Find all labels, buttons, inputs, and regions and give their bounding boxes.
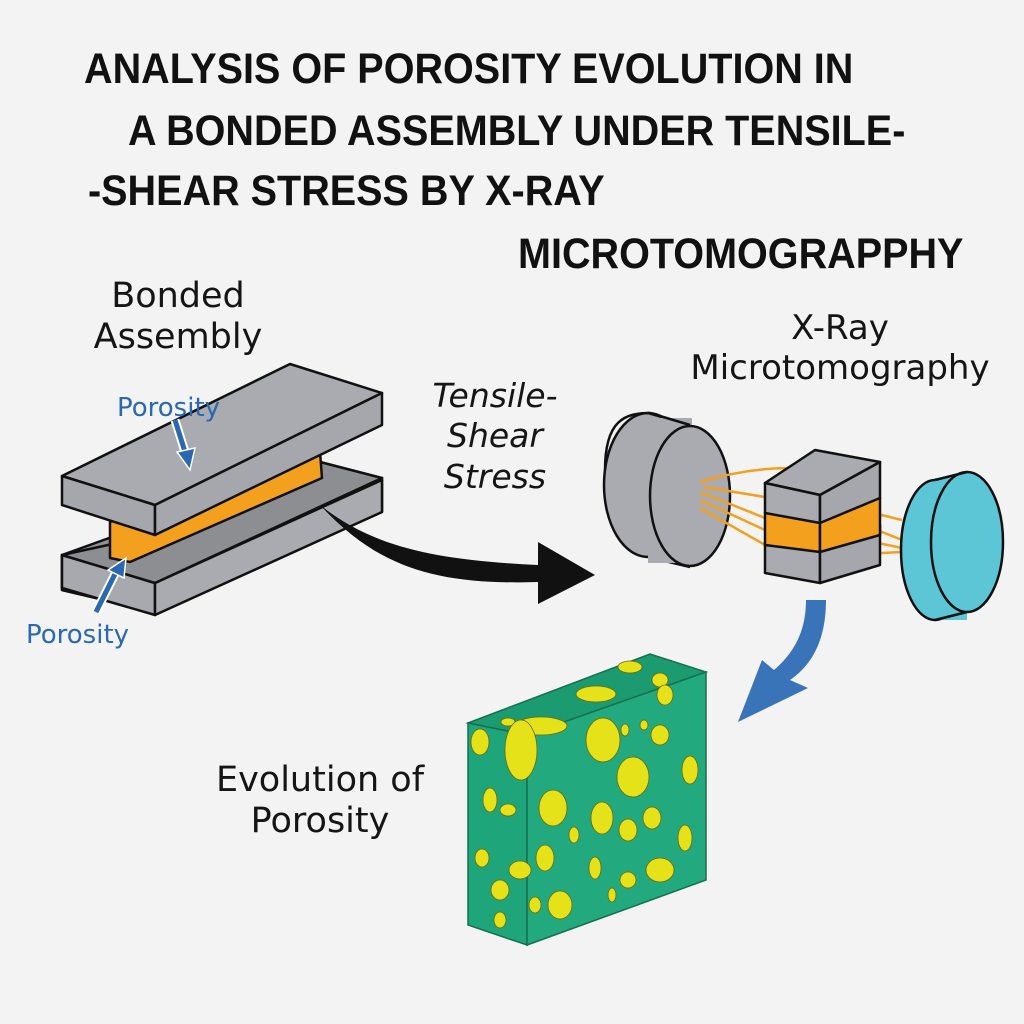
xray-line-1: X-Ray — [791, 308, 889, 348]
xray-detector-icon — [899, 470, 1005, 622]
xray-label: X-Ray Microtomography — [666, 308, 1014, 388]
sample-block-icon — [763, 448, 882, 585]
stress-line-1: Tensile- — [432, 376, 558, 415]
porosity-bottom-label: Porosity — [26, 620, 130, 650]
bonded-assembly-line-2: Assembly — [93, 317, 263, 358]
title-line-1: ANALYSIS OF POROSITY EVOLUTION IN — [84, 45, 854, 93]
stress-label: Tensile- Shear Stress — [405, 376, 585, 497]
title-line-3: -SHEAR STRESS BY X-RAY — [88, 167, 605, 215]
stress-arrow-icon — [320, 505, 595, 604]
title-line-4: MICROTOMOGRAPPHY — [518, 230, 964, 278]
evolution-line-2: Porosity — [250, 801, 390, 842]
stress-line-3: Stress — [443, 456, 547, 496]
xray-line-2: Microtomography — [690, 348, 990, 389]
title-line-2: A BONDED ASSEMBLY UNDER TENSILE- — [128, 107, 906, 155]
bonded-assembly-line-1: Bonded — [111, 276, 245, 316]
porosity-top-label: Porosity — [117, 393, 221, 423]
pore-spots-icon — [470, 660, 699, 929]
bonded-assembly-label: Bonded Assembly — [78, 276, 278, 359]
result-arrow-icon — [738, 600, 826, 722]
xray-source-icon — [602, 411, 732, 569]
evolution-line-1: Evolution of — [215, 760, 425, 800]
evolution-label: Evolution of Porosity — [190, 760, 450, 843]
porosity-arrow-bottom-icon — [91, 556, 127, 615]
bonded-assembly-icon — [60, 362, 384, 617]
stress-line-2: Shear — [447, 416, 543, 456]
porosity-arrow-top-icon — [170, 418, 196, 472]
